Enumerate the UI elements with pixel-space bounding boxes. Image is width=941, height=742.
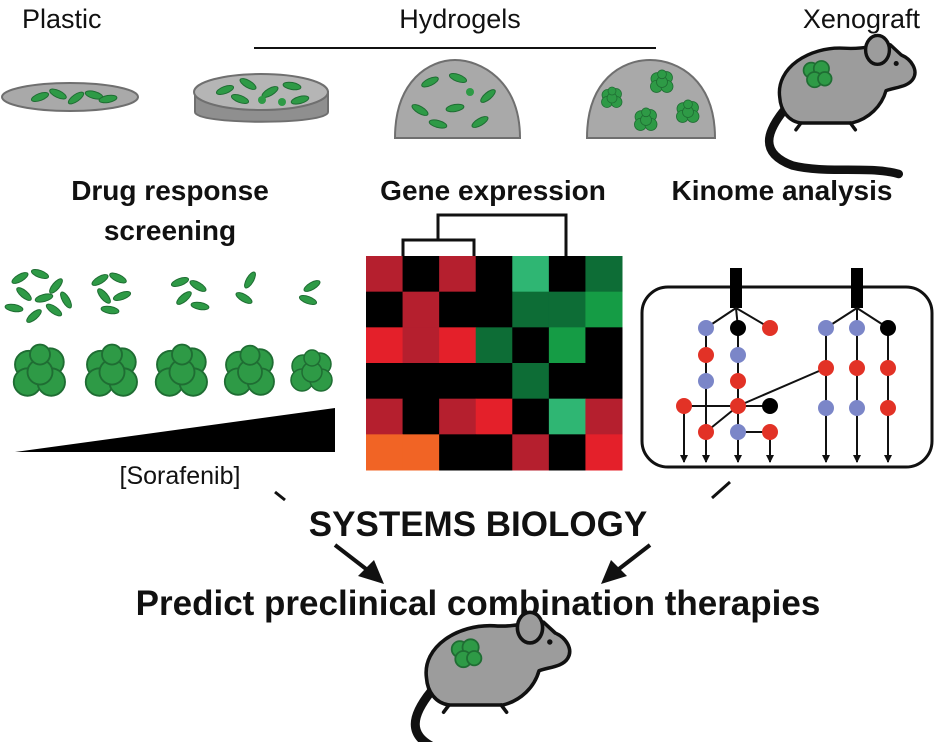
drug-response-spheroids-row: [12, 343, 333, 397]
heatmap-cell: [512, 398, 550, 435]
heatmap-cell: [585, 256, 623, 293]
drug-response-cells-row: [4, 267, 323, 325]
xenograft-label: Xenograft: [803, 4, 921, 34]
predict-label: Predict preclinical combination therapie…: [136, 584, 821, 623]
kinome-analysis-label: Kinome analysis: [672, 175, 893, 206]
heatmap-cell: [548, 434, 586, 471]
heatmap-dendrogram: [401, 213, 568, 256]
heatmap-cell: [475, 398, 513, 435]
connector-dashes: [274, 480, 731, 502]
heatmap-cell: [439, 434, 477, 471]
gene-expression-label: Gene expression: [380, 175, 606, 206]
heatmap-cell: [585, 398, 623, 435]
heatmap-cell: [548, 398, 586, 435]
heatmap-cell: [475, 256, 513, 293]
hydrogel-dome-spheroids-icon: [585, 58, 717, 139]
convergence-arrows: [333, 543, 652, 584]
heatmap-cell: [439, 363, 477, 400]
kinome-network-nodes: [676, 320, 896, 440]
sorafenib-gradient-wedge: [15, 408, 335, 452]
heatmap-cell: [439, 327, 477, 364]
heatmap-cell: [512, 291, 550, 328]
sorafenib-label: [Sorafenib]: [120, 462, 241, 490]
heatmap-cell: [512, 363, 550, 400]
heatmap-cell: [475, 291, 513, 328]
heatmap-cell: [512, 434, 550, 471]
heatmap-cell: [439, 398, 477, 435]
hydrogel-dish-icon: [193, 73, 329, 123]
heatmap-cell: [475, 434, 513, 471]
heatmap-cell: [366, 256, 404, 293]
heatmap-cell: [585, 363, 623, 400]
heatmap-cell: [402, 291, 440, 328]
heatmap-cell: [512, 327, 550, 364]
plastic-label: Plastic: [22, 4, 102, 34]
heatmap-cell: [402, 256, 440, 293]
heatmap-cell: [402, 363, 440, 400]
heatmap-cell: [366, 327, 404, 364]
hydrogels-label: Hydrogels: [399, 4, 521, 34]
heatmap-cell: [548, 256, 586, 293]
kinome-receptors: [730, 268, 863, 308]
preclinical-mouse-icon: [415, 612, 569, 742]
heatmap-cell: [439, 256, 477, 293]
heatmap-cell: [402, 398, 440, 435]
plastic-dish-icon: [1, 82, 139, 112]
heatmap-cell: [402, 327, 440, 364]
heatmap-cell: [585, 327, 623, 364]
heatmap-cell: [475, 327, 513, 364]
heatmap-cell: [548, 291, 586, 328]
heatmap-cell: [548, 327, 586, 364]
heatmap-cell: [402, 434, 440, 471]
heatmap-cell: [366, 398, 404, 435]
kinome-panel: [640, 285, 934, 469]
hydrogel-dome-single-cells-icon: [393, 58, 522, 139]
heatmap-cell: [548, 363, 586, 400]
drug-response-label-line1: Drug response: [71, 175, 269, 206]
heatmap-cell: [512, 256, 550, 293]
heatmap-cell: [366, 363, 404, 400]
drug-response-label-line2: screening: [104, 215, 236, 246]
heatmap-cell: [366, 291, 404, 328]
gene-expression-heatmap: [366, 256, 623, 471]
heatmap-cell: [439, 291, 477, 328]
xenograft-mouse-icon: [769, 35, 915, 174]
heatmap-cell: [475, 363, 513, 400]
heatmap-cell: [585, 291, 623, 328]
heatmap-cell: [366, 434, 404, 471]
heatmap-cell: [585, 434, 623, 471]
kinome-arrowheads: [680, 455, 892, 463]
systems-biology-label: SYSTEMS BIOLOGY: [309, 505, 647, 544]
